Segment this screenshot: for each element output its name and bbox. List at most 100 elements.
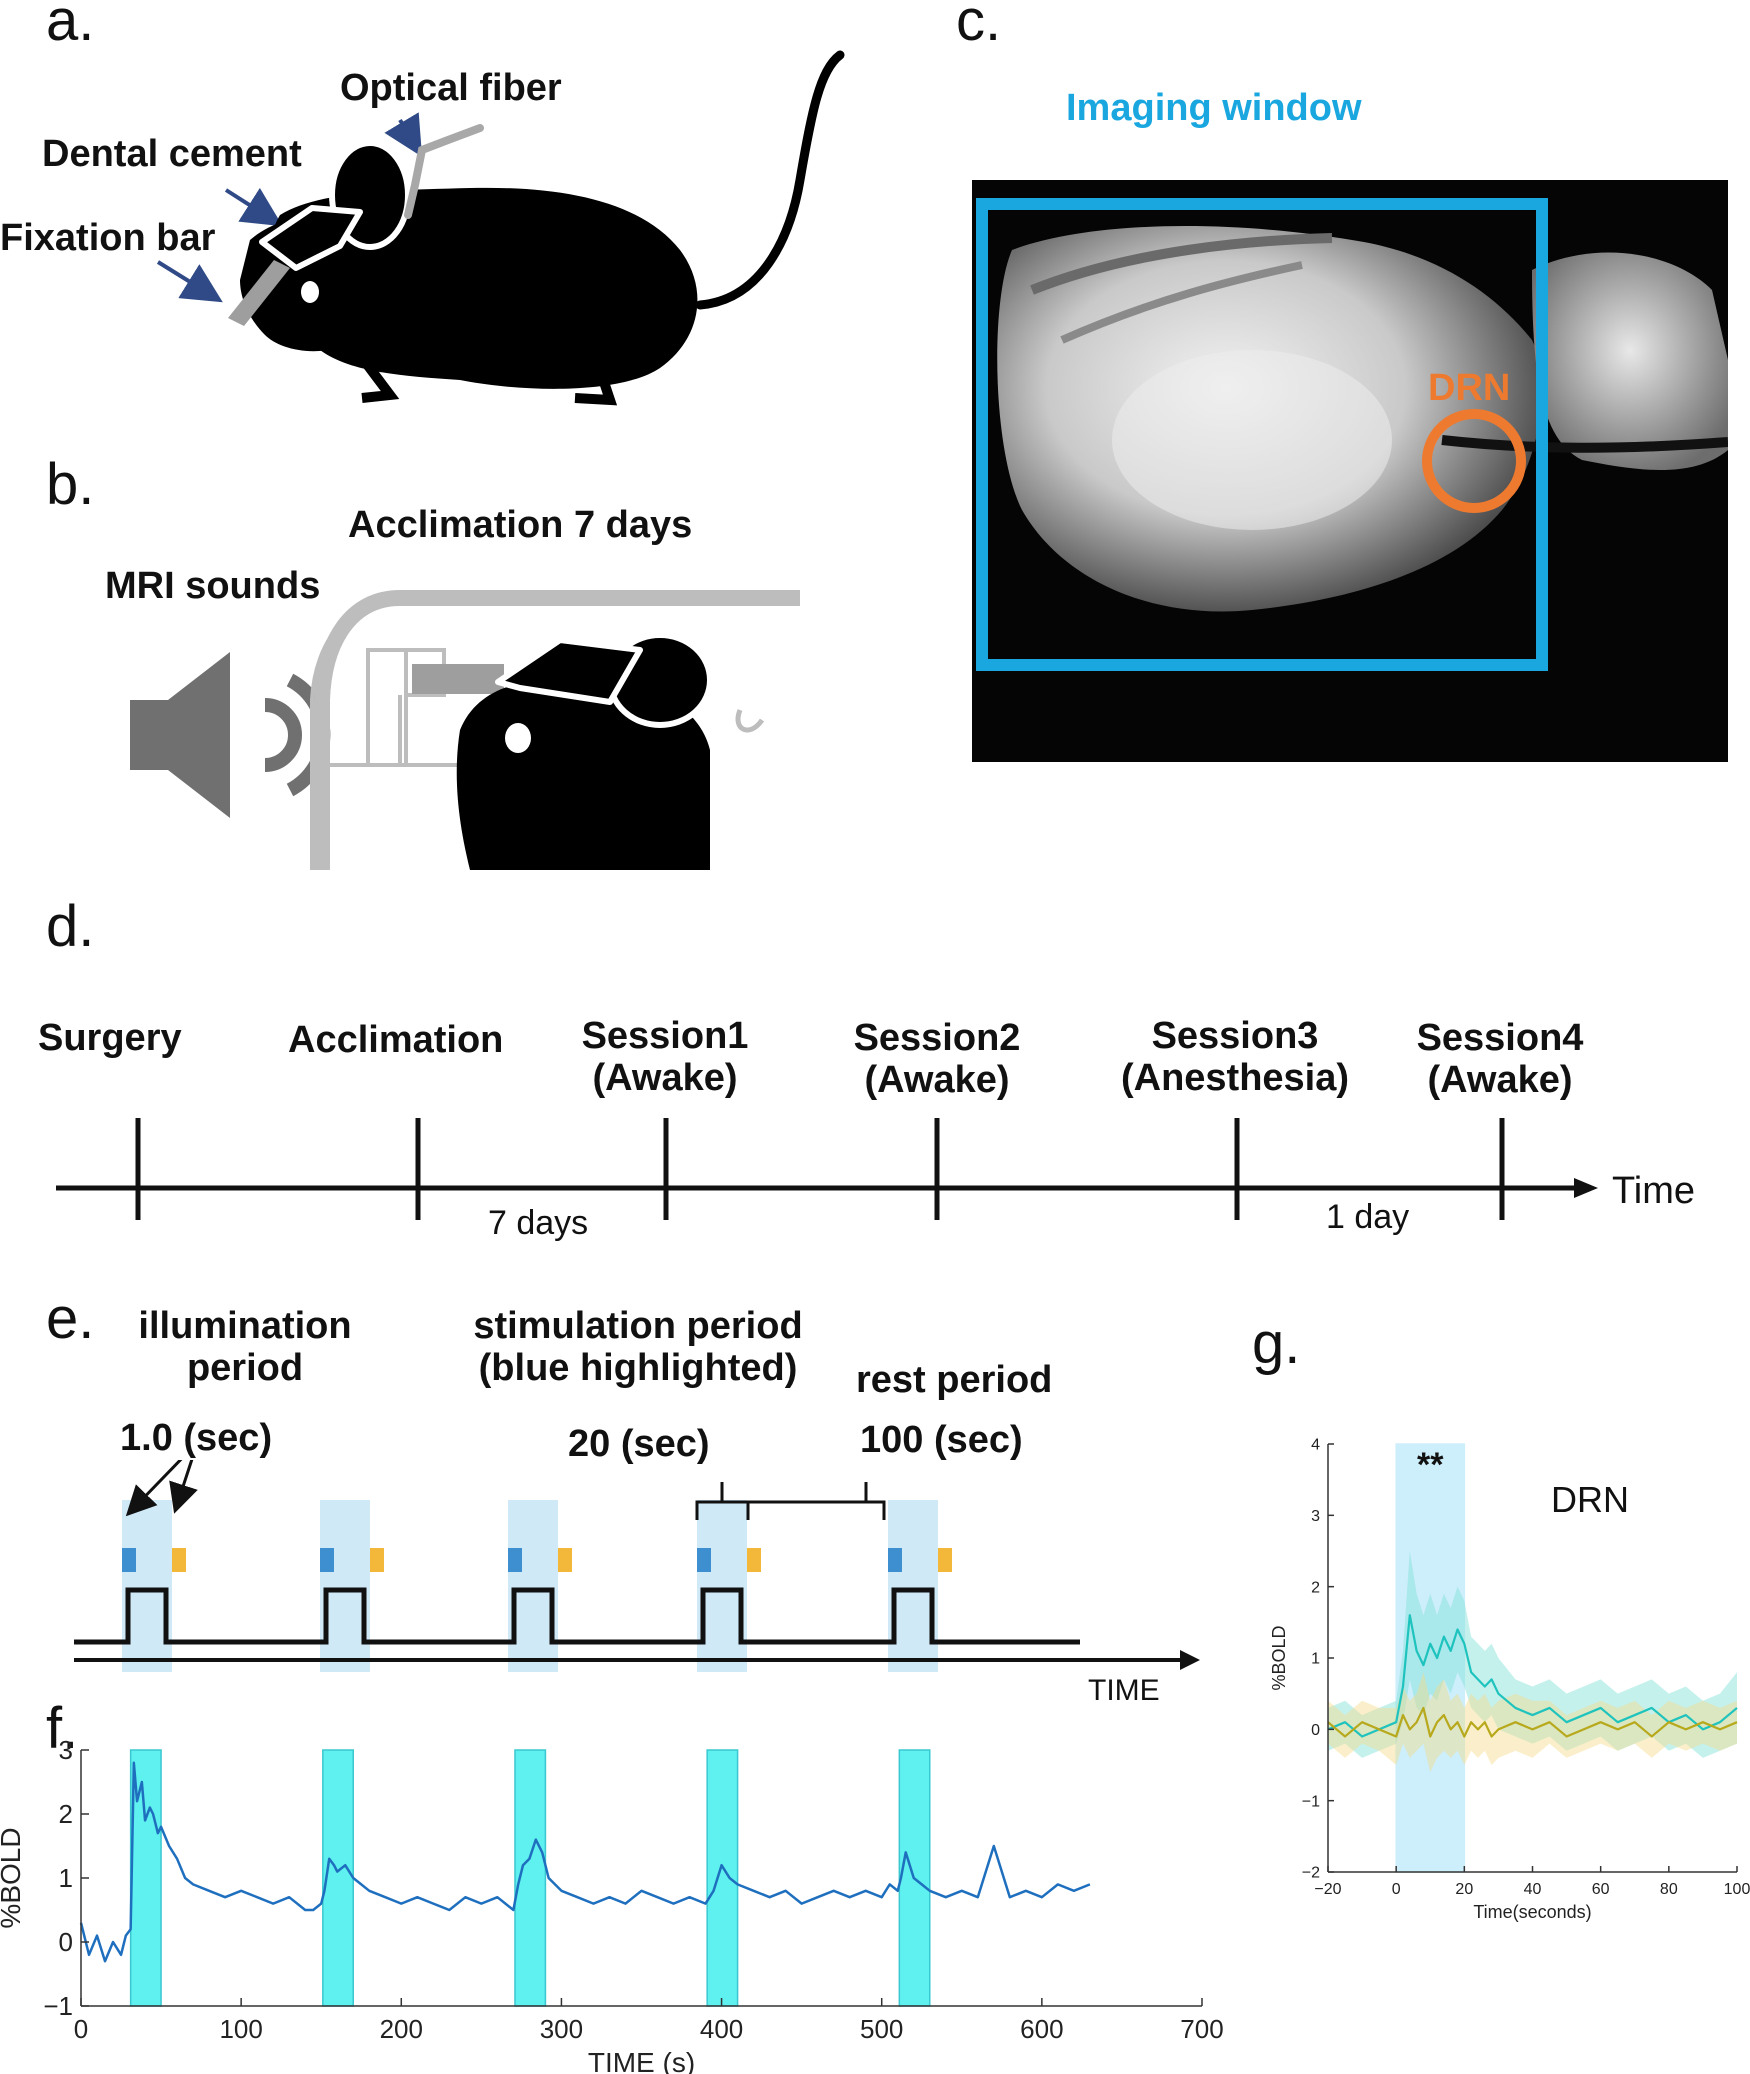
mouse-eye xyxy=(301,281,319,303)
light-off-marker xyxy=(172,1548,186,1572)
x-tick-label: 300 xyxy=(540,2014,583,2044)
y-tick-label: 0 xyxy=(59,1927,73,1957)
mri-sounds-label: MRI sounds xyxy=(105,565,321,607)
fixation-bar-label: Fixation bar xyxy=(0,217,216,259)
light-on-marker xyxy=(888,1548,902,1572)
y-axis-label: %BOLD xyxy=(1269,1625,1289,1690)
series-line xyxy=(1327,1706,1738,1738)
panel-label-g: g. xyxy=(1252,1311,1301,1376)
drn-circle xyxy=(1422,409,1526,513)
y-axis-label: %BOLD xyxy=(0,1827,26,1928)
x-tick-label: −20 xyxy=(1314,1881,1341,1898)
y-tick-label: 1 xyxy=(59,1863,73,1893)
timeline-event-label: Session1(Awake) xyxy=(581,1015,749,1099)
stimulation-waveform xyxy=(74,1587,1080,1645)
stimulation-highlight xyxy=(697,1500,747,1672)
x-tick-label: 60 xyxy=(1592,1881,1610,1898)
light-off-marker xyxy=(938,1548,952,1572)
stimulation-highlight xyxy=(122,1500,172,1672)
acclimation-label: Acclimation 7 days xyxy=(348,504,693,546)
optical-fiber-label: Optical fiber xyxy=(340,67,562,109)
optical-fiber xyxy=(404,124,484,219)
x-tick-label: 100 xyxy=(1724,1881,1750,1898)
fixation-bar xyxy=(228,260,290,326)
x-tick-label: 500 xyxy=(860,2014,903,2044)
stimulation-band xyxy=(1395,1443,1466,1873)
dental-cement-label: Dental cement xyxy=(42,133,302,175)
series-line xyxy=(79,1761,1091,1963)
confidence-band xyxy=(1328,1551,1737,1758)
stimulation-period-label: stimulation period(blue highlighted) xyxy=(473,1305,803,1389)
x-tick-label: 400 xyxy=(700,2014,743,2044)
panel-label-b: b. xyxy=(46,452,95,517)
y-tick-label: 0 xyxy=(1311,1722,1320,1739)
mri-image xyxy=(972,180,1728,762)
light-off-marker xyxy=(558,1548,572,1572)
x-axis-label: Time(seconds) xyxy=(1473,1902,1591,1922)
y-tick-label: 2 xyxy=(59,1799,73,1829)
mouse-hind-foot xyxy=(574,368,618,406)
imaging-window-box xyxy=(976,198,1548,671)
chart-title: DRN xyxy=(1551,1479,1629,1520)
mouse-tail xyxy=(695,50,845,310)
x-axis-label: TIME (s) xyxy=(588,2047,695,2074)
y-tick-label: 1 xyxy=(1311,1651,1320,1668)
illumination-value: 1.0 (sec) xyxy=(120,1417,273,1459)
mouse-eye-restrained xyxy=(505,723,531,753)
panel-label-c: c. xyxy=(956,0,1002,53)
timeline-axis-label: Time xyxy=(1612,1170,1696,1212)
y-tick-label: −2 xyxy=(1302,1865,1320,1882)
x-tick-label: 20 xyxy=(1455,1881,1473,1898)
y-tick-label: 4 xyxy=(1311,1437,1320,1454)
rest-period-label: rest period xyxy=(856,1359,1053,1401)
y-tick-label: 3 xyxy=(59,1740,73,1765)
stimulation-schematic xyxy=(74,1460,1200,1672)
x-tick-label: 80 xyxy=(1660,1881,1678,1898)
y-tick-label: −1 xyxy=(43,1991,73,2021)
schematic-time-label: TIME xyxy=(1088,1674,1160,1707)
timeline-event-label: Surgery xyxy=(38,1017,182,1059)
cerebellum xyxy=(1532,252,1728,470)
dental-cement-arrow xyxy=(224,187,283,227)
interval-1-day: 1 day xyxy=(1326,1198,1410,1236)
dental-cement xyxy=(259,205,363,271)
significance-annotation: ** xyxy=(1417,1446,1444,1484)
y-tick-label: 3 xyxy=(1311,1508,1320,1525)
x-tick-label: 200 xyxy=(380,2014,423,2044)
confidence-band xyxy=(1328,1672,1737,1773)
series-line xyxy=(1327,1614,1738,1738)
stimulation-highlight xyxy=(888,1500,938,1672)
timeline-event-label: Session2(Awake) xyxy=(853,1017,1021,1101)
optical-fiber-arrow xyxy=(384,112,423,157)
x-tick-label: 600 xyxy=(1020,2014,1063,2044)
rest-value: 100 (sec) xyxy=(860,1419,1023,1461)
panel-label-f: f. xyxy=(46,1696,79,1761)
stimulation-band xyxy=(322,1749,354,2007)
y-tick-label: 2 xyxy=(1311,1579,1320,1596)
interval-7-days: 7 days xyxy=(488,1204,589,1242)
stimulation-highlight xyxy=(508,1500,558,1672)
holder-bar xyxy=(412,664,504,694)
stimulation-value: 20 (sec) xyxy=(568,1423,710,1465)
light-on-marker xyxy=(320,1548,334,1572)
x-tick-label: 100 xyxy=(219,2014,262,2044)
fixation-bar-arrow xyxy=(156,260,223,303)
stimulation-band xyxy=(706,1749,739,2007)
acclimation-illustration xyxy=(130,590,800,870)
light-off-marker xyxy=(370,1548,384,1572)
drn-label: DRN xyxy=(1428,367,1511,409)
x-tick-label: 0 xyxy=(74,2014,88,2044)
stimulation-highlight xyxy=(320,1500,370,1672)
x-tick-label: 700 xyxy=(1180,2014,1223,2044)
timeline-axis xyxy=(56,1118,1598,1220)
y-tick-label: −1 xyxy=(1302,1793,1320,1810)
mouse-illustration xyxy=(156,50,845,406)
light-off-marker xyxy=(747,1548,761,1572)
panel-label-e: e. xyxy=(46,1286,95,1351)
x-tick-label: 40 xyxy=(1524,1881,1542,1898)
light-on-marker xyxy=(508,1548,522,1572)
timeline-event-label: Session4(Awake) xyxy=(1416,1017,1584,1101)
x-tick-label: 0 xyxy=(1392,1881,1401,1898)
